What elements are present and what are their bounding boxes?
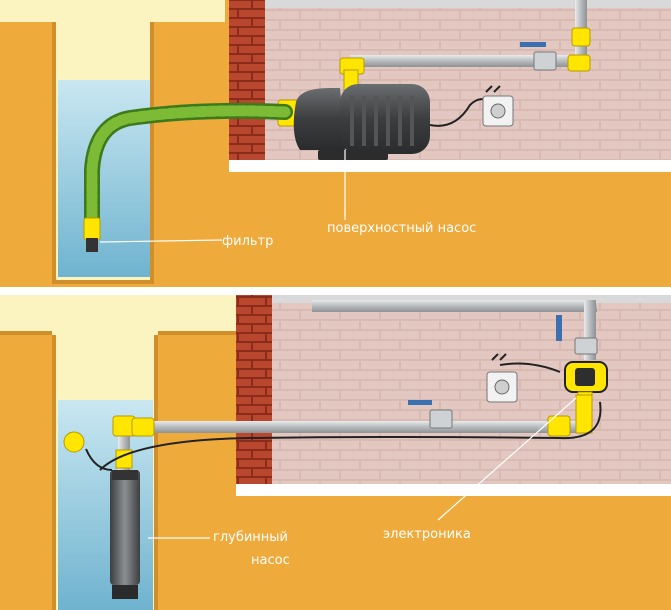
delivery-pipe (130, 421, 590, 433)
filter-icon (83, 217, 101, 252)
deep-pump-scene (0, 295, 671, 610)
surface-pump-icon (277, 84, 430, 160)
surface-pump-scene (0, 0, 671, 287)
deep-pump-label-line1: глубинный (213, 530, 289, 545)
interior-wall (229, 0, 671, 170)
float-switch-icon (63, 431, 85, 453)
exterior-wall-bottom (236, 295, 272, 487)
suction-hose (86, 105, 291, 231)
surface-pump-label: поверхностный насос (327, 221, 477, 236)
deep-pump-label-line2: насос (251, 553, 290, 568)
deep-well-pump-icon (110, 470, 140, 599)
electronics-label: электроника (383, 527, 471, 542)
interior-wall-bottom (236, 295, 671, 487)
valve-icon (533, 51, 557, 71)
valve-icon-bottom (429, 409, 453, 429)
pressure-pipe (350, 55, 580, 67)
filter-label: фильтр (222, 234, 274, 249)
exterior-wall (229, 0, 265, 170)
